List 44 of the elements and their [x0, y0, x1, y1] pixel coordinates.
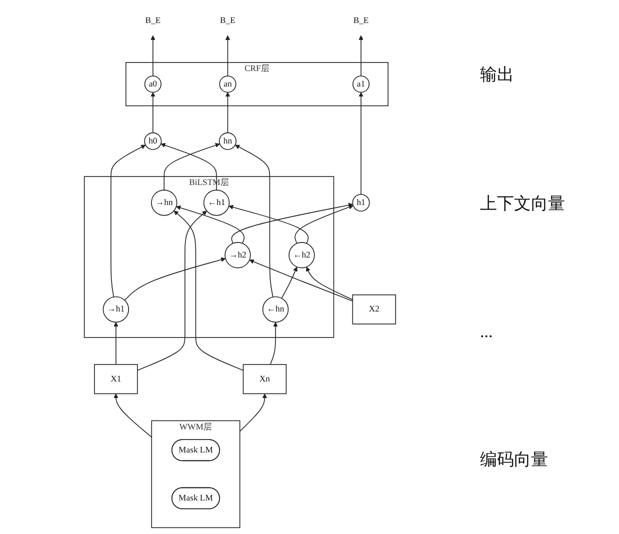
arrow	[114, 393, 152, 438]
arrow	[225, 35, 230, 76]
node-box: X2	[352, 294, 396, 324]
node-circle: ←h2	[288, 242, 315, 268]
node-box: Xn	[242, 364, 287, 394]
arrow	[249, 259, 354, 302]
arrow	[281, 266, 298, 299]
node-circle: hn	[218, 132, 237, 150]
arrow	[225, 92, 230, 134]
arrow	[228, 204, 309, 244]
node-text: B_E	[145, 16, 161, 26]
arrow	[231, 202, 354, 244]
node-text: B_E	[353, 16, 369, 26]
layer-label: 编码向量	[480, 448, 549, 471]
node-circle: →h2	[224, 242, 251, 268]
arrow	[150, 92, 156, 134]
node-text: B_E	[220, 16, 236, 26]
node-circle: ←hn	[262, 296, 289, 323]
arrow	[114, 322, 118, 365]
arrow	[358, 92, 364, 195]
arrow	[270, 322, 278, 365]
arrow	[358, 35, 364, 76]
arrow	[174, 210, 244, 371]
node-circle: a0	[144, 76, 162, 93]
node-circle: a1	[352, 76, 370, 93]
arrow	[150, 35, 156, 76]
node-circle: →hn	[151, 190, 178, 216]
node-circle: h0	[144, 132, 162, 150]
arrow	[294, 204, 354, 244]
arrow	[239, 393, 268, 432]
layer-label: 输出	[480, 64, 515, 86]
arrow	[176, 206, 245, 244]
arrow	[137, 210, 207, 371]
node-box: X1	[94, 364, 138, 394]
node-circle: ←h1	[203, 190, 230, 216]
arrow	[124, 257, 226, 301]
layer-label: 上下文向量	[480, 193, 566, 216]
node-circle: an	[219, 76, 236, 93]
layer-label: ...	[480, 322, 494, 342]
arrow	[110, 144, 146, 298]
node-circle: h1	[352, 194, 370, 212]
arrow	[234, 144, 274, 298]
node-circle: →h1	[102, 296, 130, 323]
arrow	[306, 266, 354, 300]
